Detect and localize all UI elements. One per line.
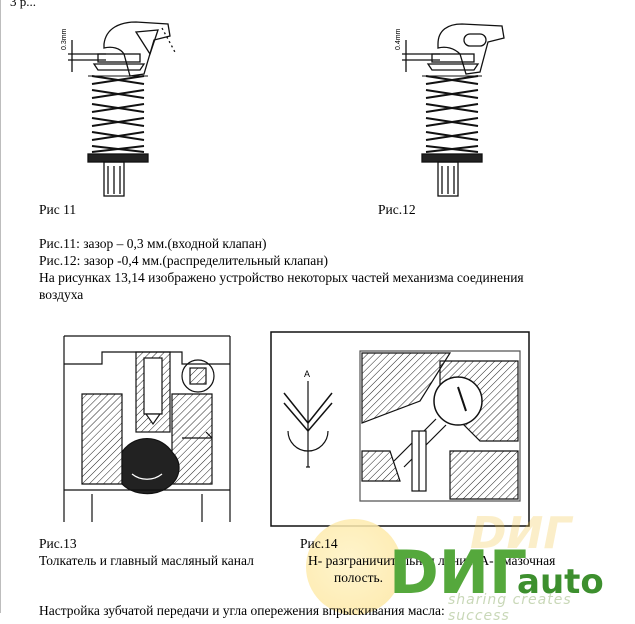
text-line-1: Рис.11: зазор – 0,3 мм.(входной клапан)	[39, 236, 267, 251]
text-line-2: Рис.12: зазор -0,4 мм.(распределительный…	[39, 253, 328, 268]
fig12-clearance-label: 0.4mm	[395, 28, 402, 50]
fig14-description-line1: Н- разграничительная линия, А- смазочная	[308, 553, 556, 568]
page-edge-line	[0, 0, 1, 613]
figure-14-oil-cavity-section: A	[270, 331, 530, 527]
bottom-cut-text: Настройка зубчатой передачи и угла опере…	[39, 603, 445, 618]
figure-11-valve-spring: 0.3mm	[61, 21, 177, 197]
fig12-caption: Рис.12	[378, 202, 416, 217]
top-cut-text: 3 р...	[10, 0, 36, 9]
fig13-caption: Рис.13	[39, 536, 77, 551]
figure-12-valve-spring: 0.4mm	[395, 23, 505, 197]
fig14-marker-label: A	[304, 369, 310, 379]
watermark-circle	[306, 519, 402, 615]
fig11-clearance-label: 0.3mm	[61, 28, 68, 50]
text-line-3: На рисунках 13,14 изображено устройство …	[39, 270, 524, 285]
fig11-caption: Рис 11	[39, 202, 77, 217]
watermark-tagline: sharing creates success	[448, 592, 572, 624]
watermark-background-text: DИГ	[470, 508, 572, 559]
watermark-word: auto	[517, 562, 604, 602]
text-line-4: воздуха	[39, 287, 84, 302]
fig13-description: Толкатель и главный масляный канал	[39, 553, 254, 568]
fig14-caption: Рис.14	[300, 536, 338, 551]
watermark-logo: DИГ	[389, 538, 528, 608]
figure-13-tappet-section	[63, 335, 231, 522]
fig14-description-line2: полость.	[334, 570, 384, 585]
